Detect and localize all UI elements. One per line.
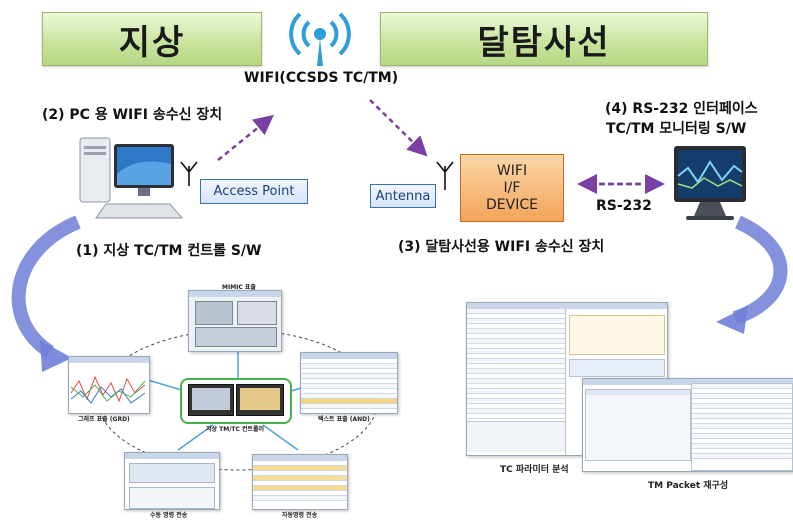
ground-banner: 지상	[42, 12, 262, 66]
access-point-box: Access Point	[200, 179, 308, 204]
tm-packet-screenshot	[582, 378, 793, 472]
wifi-icon	[289, 12, 351, 66]
tc-param-caption: TC 파라미터 분석	[500, 465, 569, 475]
mimic-caption: MIMIC 표출	[222, 284, 256, 291]
tctm-monitoring-label: TC/TM 모니터링 S/W	[606, 121, 747, 137]
manual-caption: 수동 명령 전송	[150, 512, 188, 519]
center-controller	[180, 378, 292, 424]
graph-caption: 그래프 표출 (GRD)	[78, 416, 130, 423]
auto-screenshot	[252, 454, 348, 510]
antenna-icon	[180, 161, 198, 186]
center-caption: 지상 TM/TC 컨트롤러	[206, 426, 265, 433]
text-screenshot	[300, 352, 398, 414]
rs232-interface-label: (4) RS-232 인터페이스	[605, 101, 758, 117]
rs232-label: RS-232	[596, 198, 652, 214]
pc-computer-icon	[79, 137, 184, 219]
arrow-wifi-to-sat	[369, 99, 428, 157]
satellite-banner: 달탐사선	[380, 12, 708, 66]
curved-arrow-right	[732, 215, 788, 325]
manual-screenshot	[124, 452, 220, 510]
ground-sw-caption: (1) 지상 TC/TM 컨트롤 S/W	[76, 243, 262, 259]
wifi-device-line3: DEVICE	[486, 196, 538, 213]
monitor-icon	[674, 146, 746, 220]
sat-wifi-caption: (3) 달탐사선용 WIFI 송수신 장치	[398, 239, 605, 255]
curved-arrow-left	[11, 215, 81, 358]
text-caption: 텍스트 표출 (AND)	[318, 416, 370, 423]
wifi-device-line1: WIFI	[496, 162, 528, 179]
graph-screenshot	[68, 356, 150, 414]
arrow-pc-to-wifi	[217, 114, 274, 161]
auto-caption: 자동명령 전송	[282, 512, 318, 519]
pc-wifi-device-label: (2) PC 용 WIFI 송수신 장치	[42, 107, 223, 123]
wifi-ccsds-label: WIFI(CCSDS TC/TM)	[244, 70, 399, 86]
antenna-box: Antenna	[370, 184, 436, 208]
satellite-antenna-icon	[436, 161, 454, 190]
wifi-device-line2: I/F	[503, 179, 521, 196]
wifi-if-device-box: WIFI I/F DEVICE	[460, 154, 564, 222]
tm-packet-caption: TM Packet 재구성	[648, 481, 729, 491]
mimic-screenshot	[188, 290, 282, 352]
